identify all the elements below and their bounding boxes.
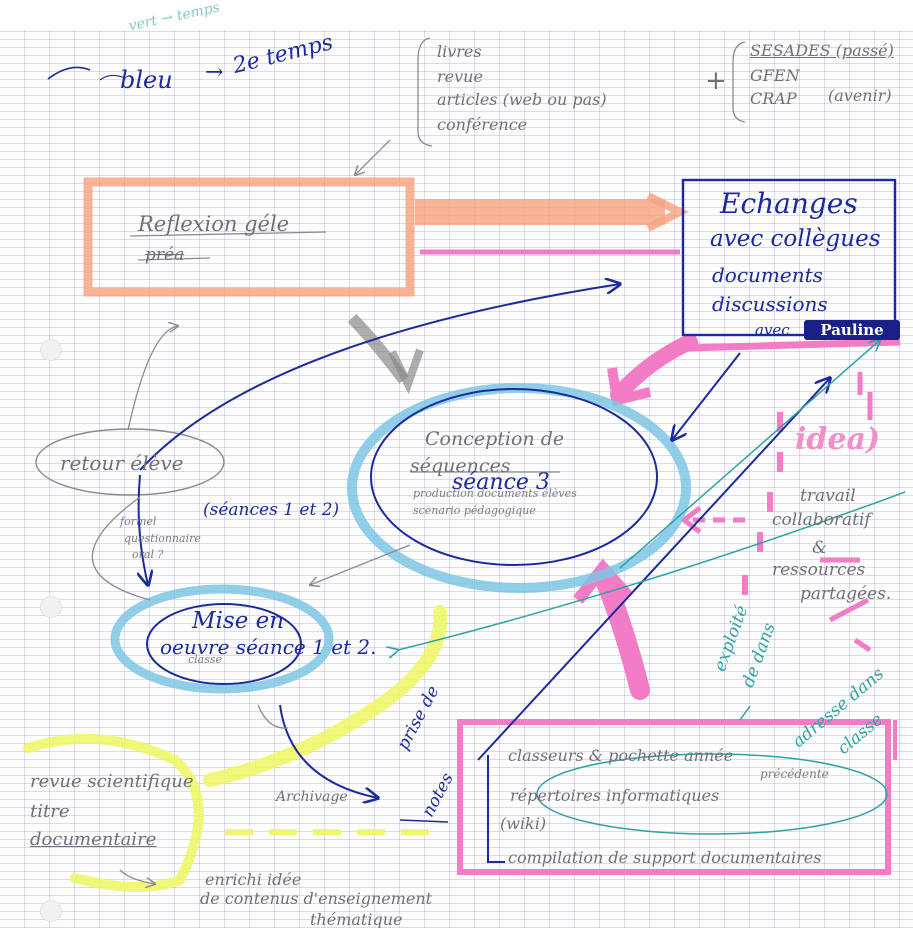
travail-line: partagées.	[800, 584, 892, 604]
travail-line: travail	[800, 486, 856, 506]
punch-hole	[40, 596, 62, 618]
yellow-highlighter-strokes	[23, 605, 448, 893]
conception-item: scenario pédagogique	[413, 504, 536, 517]
conception-title: Conception de	[425, 428, 565, 450]
retour-item: questionnaire	[124, 532, 201, 545]
blue-ink-strokes	[35, 66, 897, 863]
grey-thick-arrow	[347, 313, 409, 384]
echanges-item: discussions	[712, 292, 828, 316]
classeurs-item: précédente	[760, 767, 829, 781]
classeurs-item: compilation de support documentaires	[508, 848, 822, 867]
salmon-reflexion-box	[83, 177, 689, 297]
pencil-strokes	[91, 37, 746, 884]
reflexion-title: Reflexion géle	[138, 212, 290, 236]
echanges-subtitle: avec collègues	[710, 226, 881, 252]
groups-item: SESADES (passé)	[750, 41, 894, 60]
revue-line: revue scientifique	[30, 771, 194, 792]
revue-line: titre	[30, 801, 70, 822]
sources-item: revue	[437, 67, 483, 86]
mise-faint: classe	[188, 653, 223, 666]
color-legend-bleu: bleu	[120, 66, 173, 94]
retour-item: formel	[120, 515, 157, 528]
conception-subtitle: séquences	[410, 455, 511, 477]
seance-3-label: séance 3	[452, 470, 550, 495]
groups-item: CRAP	[750, 89, 797, 108]
light-blue-highlighter-circles	[110, 383, 691, 694]
echanges-with: avec	[755, 321, 790, 339]
enrichi-line: enrichi idée	[205, 870, 302, 889]
classeurs-item: répertoires informatiques	[510, 786, 720, 805]
retour-eleve-title: retour élève	[60, 451, 184, 475]
idea-label: idea)	[795, 422, 881, 457]
reflexion-struck: préa	[145, 245, 185, 265]
groups-future: (avenir)	[828, 86, 892, 105]
classeurs-item: classeurs & pochette année	[508, 746, 734, 765]
mise-subtitle: oeuvre séance 1 et 2.	[160, 635, 377, 659]
teal-ink-strokes	[398, 340, 906, 835]
sources-item: conférence	[437, 115, 528, 134]
retour-seances: (séances 1 et 2)	[203, 500, 340, 520]
punch-hole	[40, 900, 62, 922]
pink-highlighter-strokes	[420, 249, 901, 875]
echanges-title: Echanges	[720, 187, 858, 220]
echanges-item: documents	[712, 263, 823, 287]
conception-item: production documents élèves	[413, 487, 577, 500]
travail-line: &	[812, 538, 828, 558]
sources-item: livres	[437, 42, 482, 61]
classeurs-item: (wiki)	[500, 814, 547, 833]
archivage-label: Archivage	[276, 789, 348, 805]
enrichi-line: de contenus d'enseignement	[200, 889, 433, 908]
punch-hole	[40, 339, 62, 361]
groups-item: GFEN	[750, 66, 800, 85]
revue-line: documentaire	[30, 829, 157, 850]
retour-item: oral ?	[132, 548, 164, 561]
arrow-glyph: →	[205, 60, 224, 85]
travail-line: collaboratif	[772, 510, 871, 530]
plus-sign: +	[705, 66, 727, 96]
enrichi-line: thématique	[310, 910, 403, 929]
pauline-highlight: Pauline	[804, 320, 900, 340]
mise-title: Mise en	[192, 608, 285, 634]
travail-line: ressources	[772, 560, 866, 580]
sources-item: articles (web ou pas)	[437, 90, 607, 109]
